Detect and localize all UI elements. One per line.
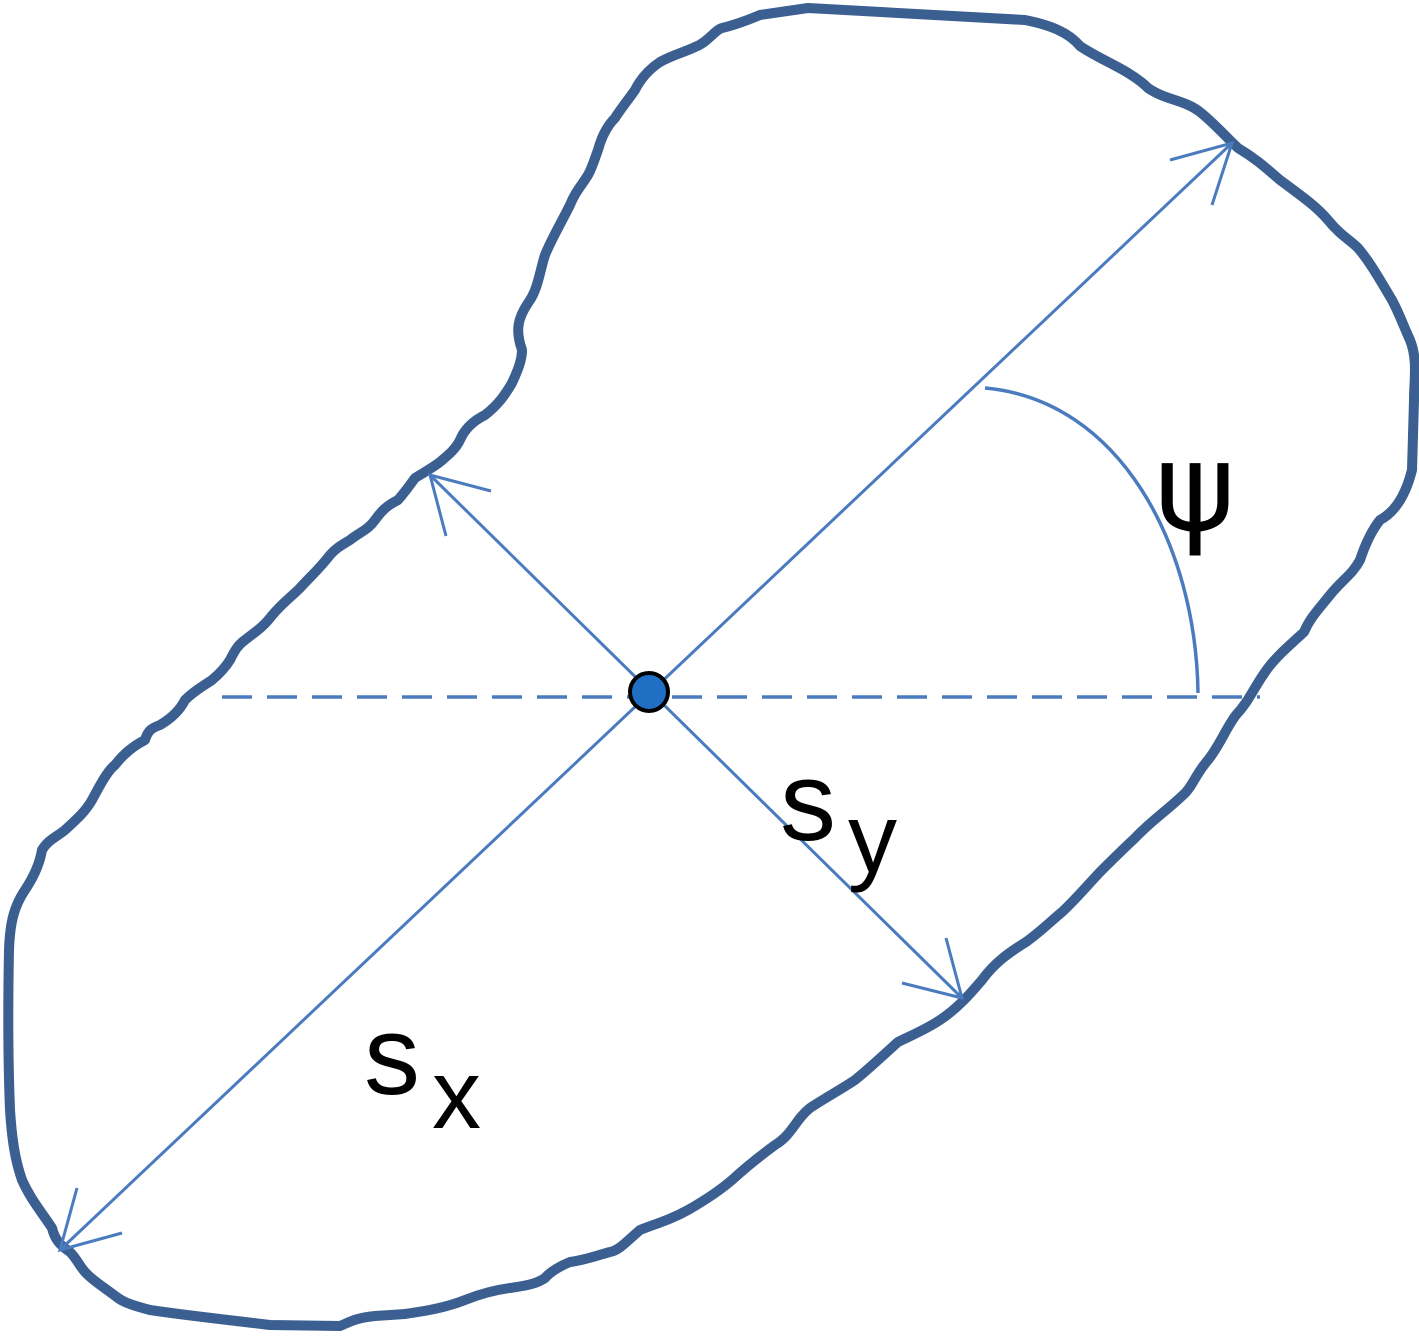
major-axis-arrowhead-upper-right [1169,140,1235,206]
centroid-point [628,671,670,713]
minor-axis-arrowhead-lower-right [901,937,965,1001]
major-axis-arrowhead-lower-left [57,1187,123,1253]
sx-label: s [364,993,420,1118]
minor-axis-arrowhead-upper-left [427,472,492,537]
particle-outline [3,3,1419,1331]
orientation-angle-arc [984,386,1200,694]
sy-subscript: y [848,783,897,893]
sx-subscript: x [432,1039,481,1149]
minor-axis-sy-line [428,473,964,1000]
sy-label: s [780,739,836,864]
psi-angle-label: ψ [1155,417,1235,559]
